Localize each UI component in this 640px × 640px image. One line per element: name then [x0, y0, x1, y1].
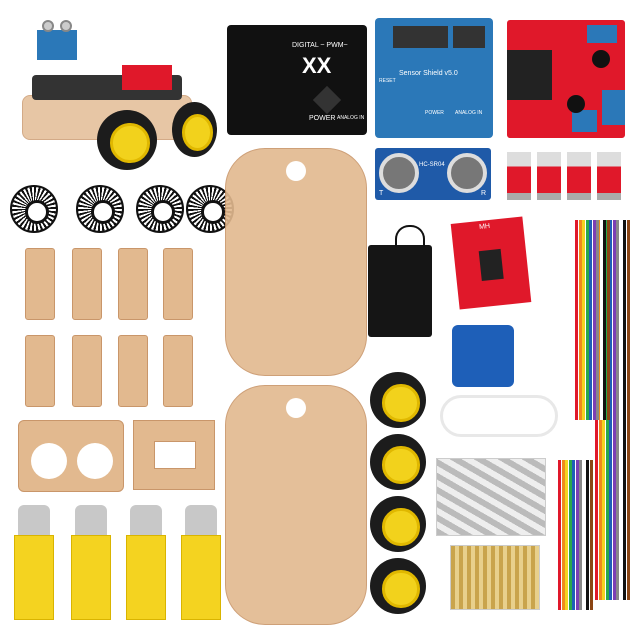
analog-label: ANALOG IN	[455, 110, 483, 116]
jumper-wire	[592, 220, 596, 420]
battery-box	[368, 245, 432, 337]
ir-sensor	[537, 152, 561, 200]
acrylic-bracket	[163, 335, 193, 407]
wheel	[370, 434, 426, 490]
ultrasonic-holder	[18, 420, 124, 492]
jumper-wire	[578, 220, 582, 420]
sensor-shield: Sensor Shield v5.0 RESET POWER ANALOG IN	[375, 18, 493, 138]
ultrasonic-model: HC-SR04	[419, 162, 445, 168]
jumper-wire	[616, 220, 619, 600]
arduino-digital-label: DIGITAL ~ PWM~	[292, 42, 348, 49]
acrylic-bracket	[72, 248, 102, 320]
jumper-wire	[606, 220, 610, 420]
acrylic-bracket	[72, 335, 102, 407]
jumper-wire	[599, 220, 603, 420]
jumper-wire	[612, 220, 616, 600]
jumper-wire	[589, 460, 593, 610]
battery-wire	[395, 225, 425, 247]
jumper-wire	[565, 460, 568, 610]
encoder-disk	[10, 185, 58, 233]
jumper-wire	[585, 220, 589, 420]
servo-motor	[452, 325, 514, 387]
power-label: POWER	[425, 110, 444, 116]
ultrasonic-sensor: HC-SR04 T R	[375, 148, 491, 200]
acrylic-bracket	[163, 248, 193, 320]
gear-motor	[122, 505, 170, 620]
jumper-wire	[596, 220, 599, 420]
jumper-wire	[582, 460, 586, 610]
wheel	[370, 372, 426, 428]
ir-sensor	[567, 152, 591, 200]
wheel	[370, 558, 426, 614]
jumper-wire	[609, 220, 612, 600]
ir-sensor	[597, 152, 621, 200]
jumper-wire	[589, 220, 592, 420]
arduino-power-label: POWER	[309, 115, 336, 122]
acrylic-bracket	[118, 335, 148, 407]
jumper-wire	[575, 220, 578, 420]
acrylic-bracket	[25, 248, 55, 320]
jumper-wire	[579, 460, 582, 610]
jumper-wire	[619, 220, 623, 600]
jumper-wire	[561, 460, 565, 610]
jumper-wire	[603, 220, 606, 420]
jumper-wire	[623, 220, 626, 600]
encoder-disk	[136, 185, 184, 233]
sensor-shield-title: Sensor Shield v5.0	[399, 70, 458, 77]
jumper-wire	[575, 460, 579, 610]
gear-motor	[67, 505, 115, 620]
mh-motor-board: MH	[450, 216, 532, 310]
encoder-disk	[76, 185, 124, 233]
jumper-wire	[582, 220, 585, 420]
wheel	[370, 496, 426, 552]
screw-bag	[436, 458, 546, 536]
arduino-board: DIGITAL ~ PWM~ XX POWER ANALOG IN	[227, 25, 367, 135]
acrylic-bracket	[25, 335, 55, 407]
arduino-analog-label: ANALOG IN	[337, 115, 365, 121]
reset-label: RESET	[379, 78, 396, 84]
receive-mark: R	[481, 190, 487, 197]
transmit-mark: T	[379, 190, 384, 197]
mh-brand: MH	[478, 222, 491, 232]
arduino-logo: XX	[302, 53, 332, 78]
jumper-wire	[586, 460, 589, 610]
gear-motor	[10, 505, 58, 620]
jumper-wire	[626, 220, 630, 600]
usb-cable	[440, 395, 558, 437]
assembled-robot-car	[12, 20, 217, 175]
chassis-plate-bottom	[225, 385, 367, 625]
standoff-bag	[450, 545, 540, 610]
l298n-driver	[507, 20, 625, 138]
acrylic-bracket	[118, 248, 148, 320]
jumper-wire	[572, 460, 575, 610]
jumper-wire	[558, 460, 561, 610]
mount-plate	[133, 420, 215, 490]
chassis-plate-top	[225, 148, 367, 376]
ir-sensor	[507, 152, 531, 200]
jumper-wire	[568, 460, 572, 610]
gear-motor	[177, 505, 225, 620]
